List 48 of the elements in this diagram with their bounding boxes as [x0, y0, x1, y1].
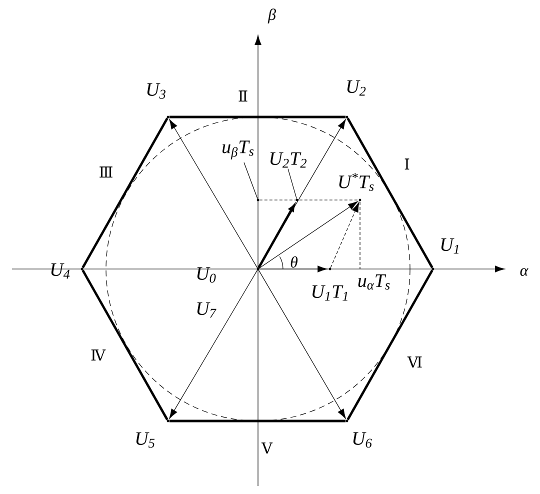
symbol-label: β: [268, 8, 276, 24]
vector-label: U$_{2}$: [347, 80, 366, 96]
vector-point: [346, 420, 348, 422]
symbol-label: θ: [290, 256, 298, 268]
vector-label: u$_{α}$T$_{s}$: [358, 274, 390, 290]
hexagon-side: [169, 420, 346, 422]
vector-arrow: [259, 266, 328, 272]
sector-label: Ⅵ: [407, 356, 422, 368]
vector-label: U$_{6}$: [353, 432, 372, 448]
vector-point: [358, 198, 362, 202]
vector-label: U$_{1}$T$_{1}$: [312, 285, 348, 301]
sector-label: Ⅳ: [91, 350, 106, 360]
vector-label: U$_{1}$: [441, 238, 458, 254]
vector-arrow: [258, 201, 358, 268]
vector-arrow: [330, 202, 360, 268]
vector-arrow: [169, 119, 258, 268]
vector-label: U$_{4}$: [51, 263, 70, 279]
vector-point: [166, 116, 170, 118]
vector-point: [296, 198, 298, 202]
hexagon-side: [346, 118, 434, 268]
hexagon-side: [346, 270, 434, 420]
vector-point: [80, 268, 84, 270]
leader-line: [288, 168, 297, 199]
hexagon-side: [82, 118, 168, 268]
vector-point: [166, 420, 170, 422]
vector-point: [328, 268, 332, 270]
vector-label: U$_{5}$: [136, 432, 155, 448]
hexagon-side: [169, 116, 346, 118]
vector-arrow: [169, 270, 258, 419]
vector-label: u$_{β}$T$_{s}$: [222, 140, 254, 160]
vector-label: U$_{0}$: [197, 267, 216, 283]
sector-label: Ⅰ: [404, 158, 410, 170]
sector-label: Ⅴ: [261, 442, 273, 454]
vector-label: U$^{*}$T$_{s}$: [339, 173, 374, 191]
vector-point: [432, 268, 434, 270]
hexagon-side: [82, 270, 168, 420]
sector-label: Ⅲ: [100, 166, 112, 178]
vector-point: [346, 116, 348, 118]
leader-line: [244, 162, 258, 199]
vector-label: U$_{2}$T$_{2}$: [270, 152, 306, 168]
sector-label: Ⅱ: [238, 90, 248, 102]
vector-arrow: [258, 204, 295, 268]
vector-label: U$_{7}$: [197, 302, 216, 318]
vector-label: U$_{3}$: [147, 83, 166, 99]
vector-arrow: [258, 270, 346, 419]
symbol-label: α: [520, 268, 528, 276]
vector-point: [256, 268, 260, 270]
vector-point: [256, 198, 260, 202]
